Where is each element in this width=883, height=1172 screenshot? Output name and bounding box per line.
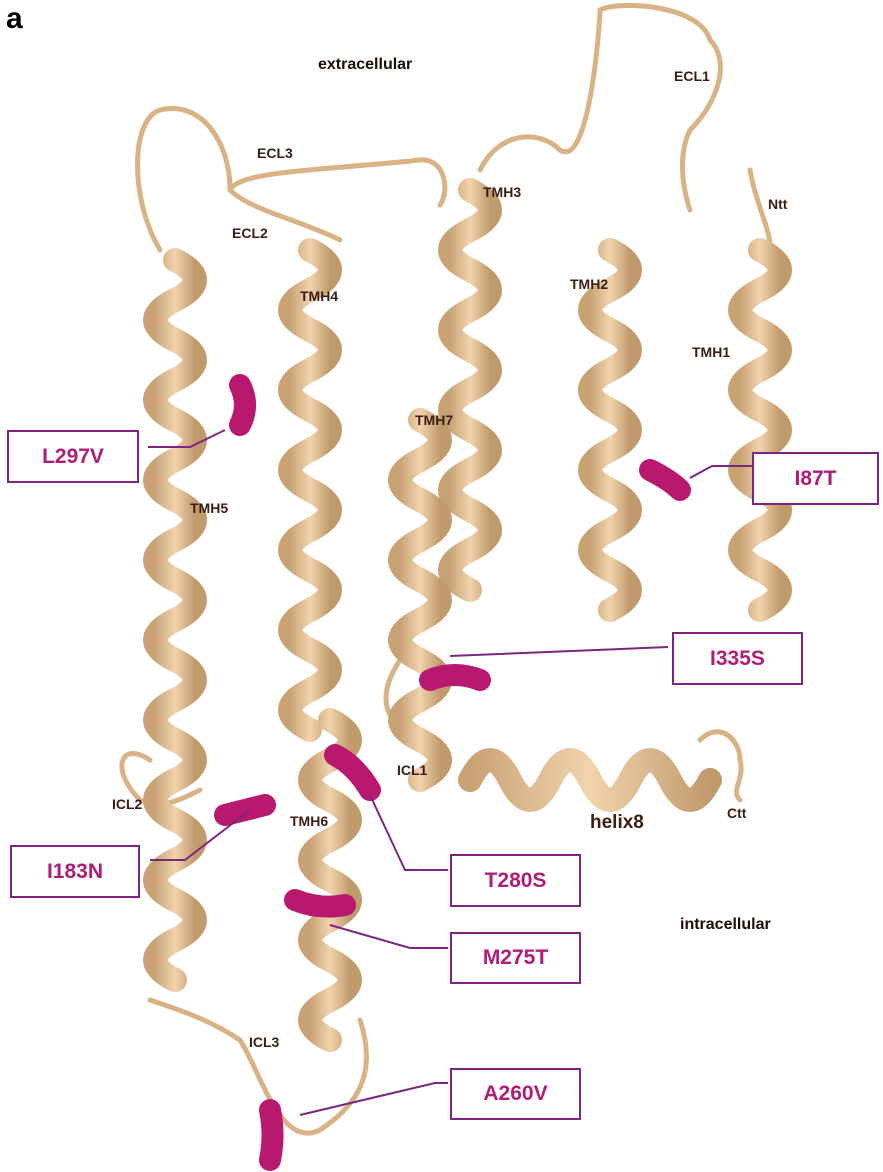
mutation-t280s-box: T280S [450,854,581,907]
icl1-label: ICL1 [397,762,427,778]
tmh1-label: TMH1 [692,344,730,360]
tmh7-label: TMH7 [415,412,453,428]
i87t-site [650,470,680,490]
l297v-site [240,385,245,425]
panel-letter: a [6,2,23,36]
a260v-site [270,1110,273,1160]
tmh1-helix [740,250,780,610]
tmh6-label: TMH6 [290,813,328,829]
ecl3-label: ECL3 [257,145,293,161]
ctt-label: Ctt [727,805,746,821]
tmh3-label: TMH3 [483,184,521,200]
tmh2-helix [590,250,630,610]
helix8-label: helix8 [590,812,644,834]
t280s-site [335,755,370,790]
tmh2-label: TMH2 [570,276,608,292]
i335s-leader [450,647,668,656]
tmh5-label: TMH5 [190,500,228,516]
icl3-label: ICL3 [249,1034,279,1050]
mutation-i335s-box: I335S [672,632,803,685]
mutation-l297v-box: L297V [7,430,139,483]
tmh4-helix [290,250,330,730]
a260v-leader [300,1083,448,1115]
mutation-m275t-box: M275T [450,932,581,984]
ecl2-label: ECL2 [232,225,268,241]
helix8-helix [470,760,710,800]
mutation-a260v-box: A260V [450,1068,581,1120]
icl2-label: ICL2 [112,796,142,812]
ntt-label: Ntt [768,196,787,212]
m275t-site [295,900,345,907]
intracellular-label: intracellular [680,916,771,934]
t280s-leader [370,795,448,870]
ecl1-label: ECL1 [674,68,710,84]
i335s-site [430,675,480,680]
transmembrane-helices [155,190,780,1040]
mutation-i183n-box: I183N [10,845,140,898]
mutation-i87t-box: I87T [752,452,879,505]
tmh7-helix [400,420,440,780]
tmh4-label: TMH4 [300,288,338,304]
extracellular-label: extracellular [318,56,412,74]
tmh3-helix [450,190,490,590]
m275t-leader [330,925,448,948]
tmh5-helix [155,260,195,980]
